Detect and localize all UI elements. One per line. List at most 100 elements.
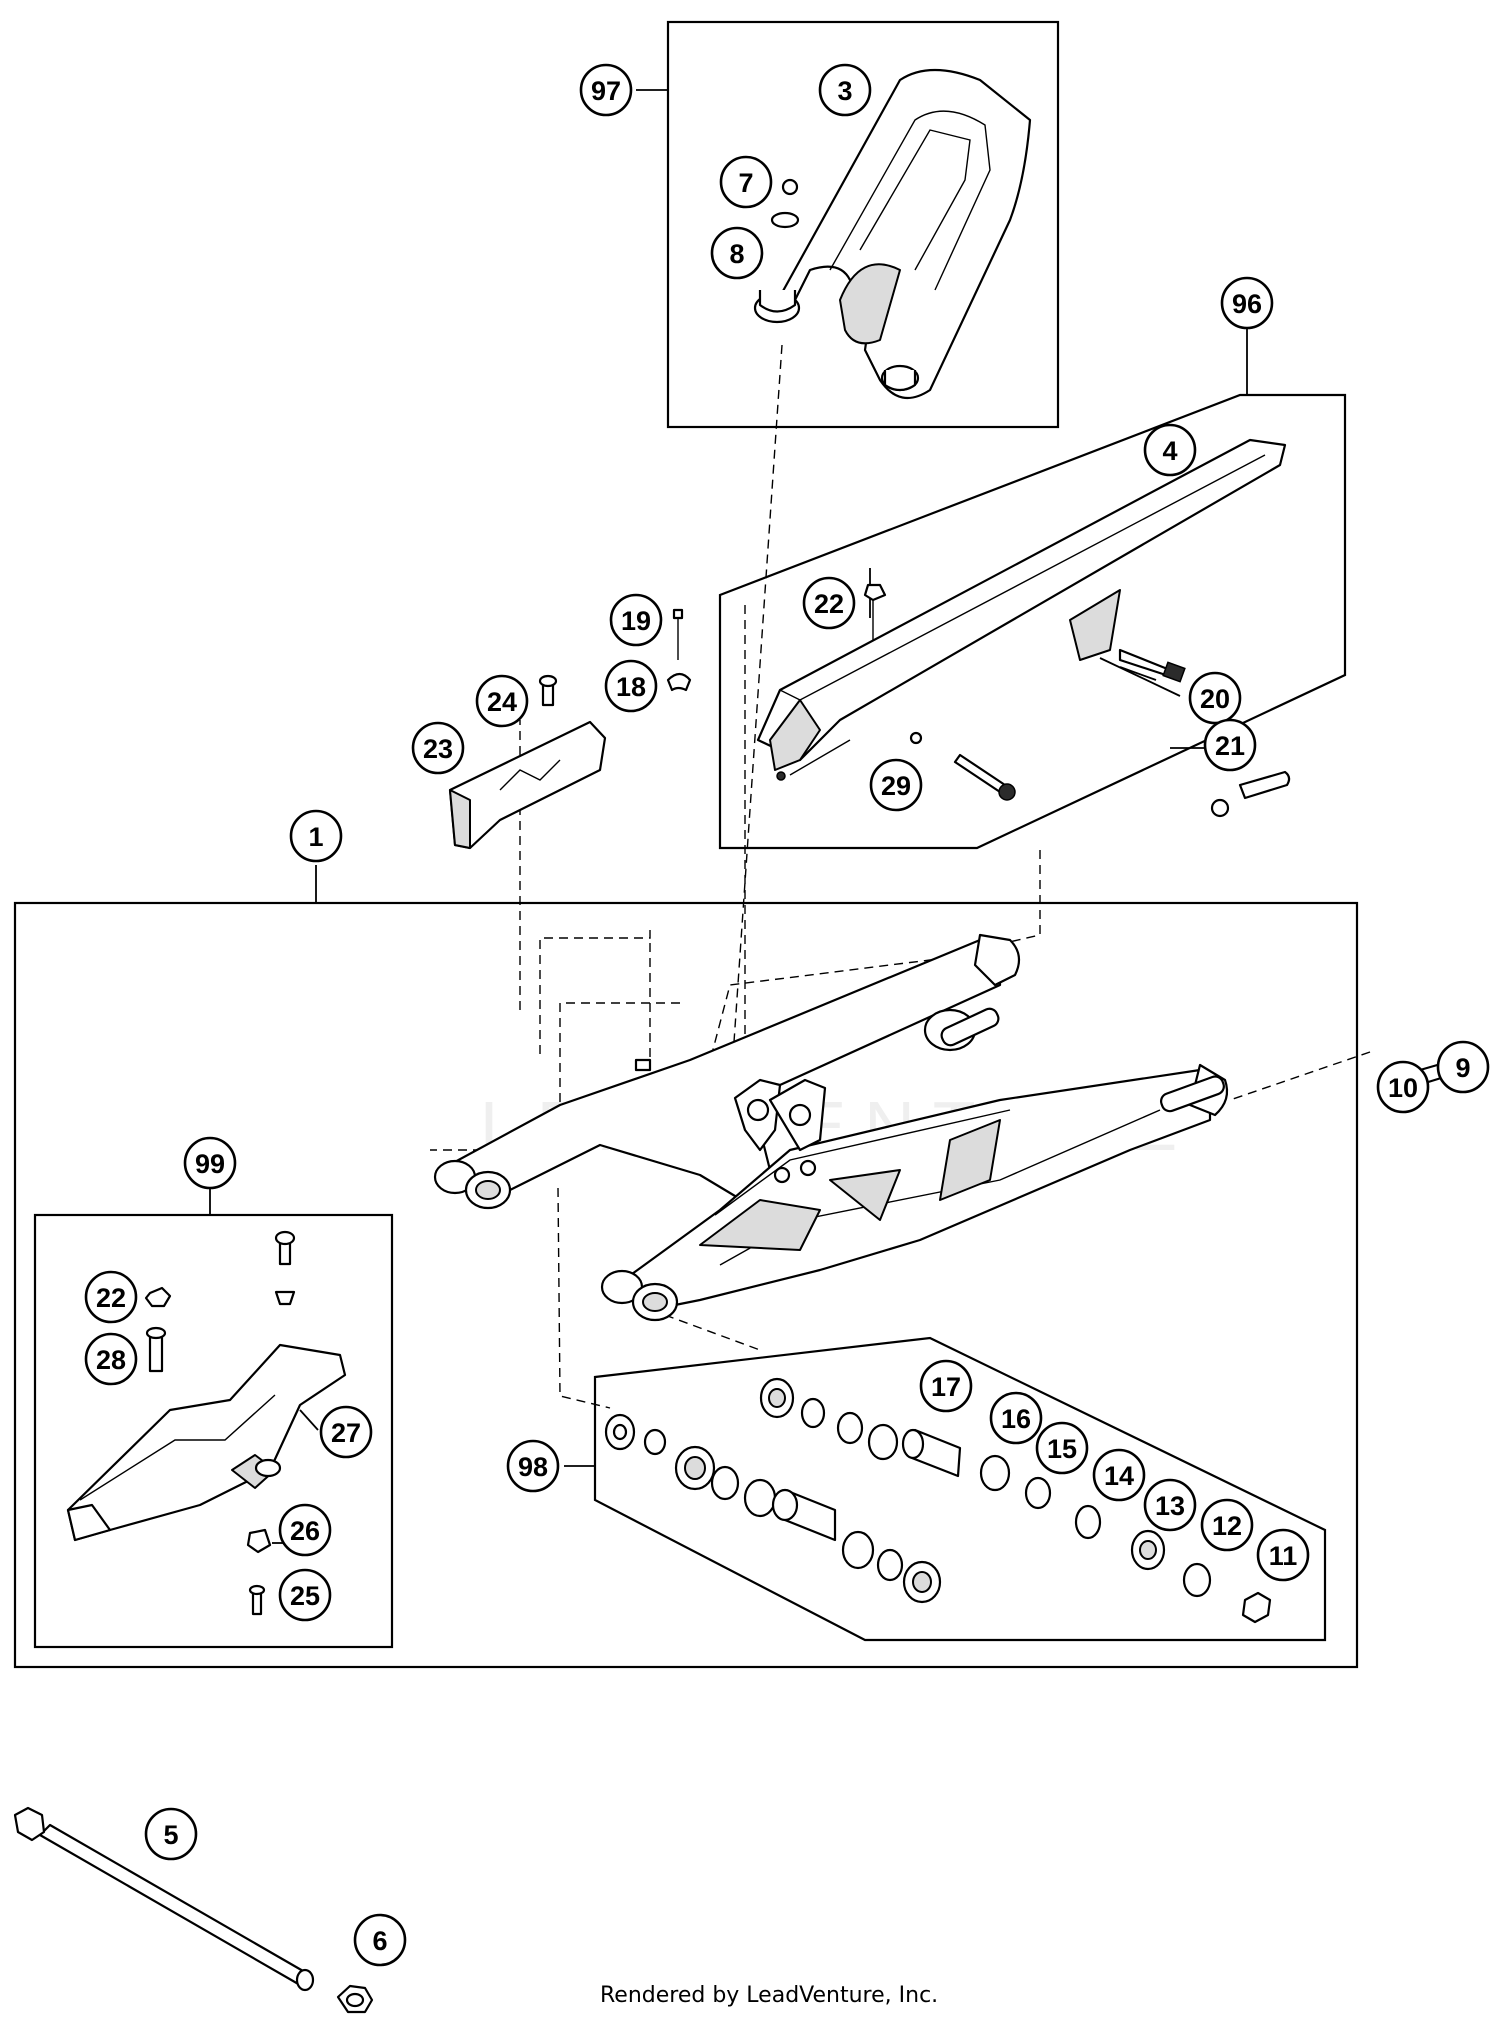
callout-label: 98 [518, 1452, 548, 1482]
group-box-97 [666, 20, 1060, 429]
callout-15: 15 [1035, 1421, 1089, 1475]
callout-label: 1 [308, 822, 323, 852]
callout-circle [1436, 1040, 1490, 1094]
hardware-box-96 [863, 583, 1186, 801]
callout-label: 24 [487, 687, 517, 717]
callout-7: 7 [719, 155, 773, 209]
axle-nut-part-6 [336, 1984, 374, 2014]
callout-24: 24 [475, 674, 529, 728]
callout-circle [579, 63, 633, 117]
callout-circle [869, 758, 923, 812]
callout-20: 20 [1188, 671, 1242, 725]
callout-circle [1203, 718, 1257, 772]
group-box-1 [13, 901, 1359, 1669]
callout-5: 5 [144, 1807, 198, 1861]
callout-label: 18 [616, 672, 646, 702]
chain-adjuster-parts [1210, 770, 1471, 1091]
callout-circle [818, 63, 872, 117]
callout-3: 3 [818, 63, 872, 117]
group-box-98 [593, 1336, 1327, 1642]
callout-label: 5 [163, 1820, 178, 1850]
callout-circle [183, 1136, 237, 1190]
swingarm-axle-part-5 [13, 1806, 315, 1992]
callout-label: 3 [837, 76, 852, 106]
callout-circle [604, 659, 658, 713]
callout-circle [475, 674, 529, 728]
callout-circle [802, 576, 856, 630]
callout-circle [1256, 1528, 1310, 1582]
callout-circle [1200, 1498, 1254, 1552]
chain-guide-part-23 [448, 674, 607, 850]
callout-16: 16 [989, 1391, 1043, 1445]
callout-96: 96 [1220, 276, 1274, 330]
swingarm-part-1 [433, 933, 1229, 1322]
callout-label: 8 [729, 239, 744, 269]
callout-label: 19 [621, 606, 651, 636]
callout-circle [1143, 423, 1197, 477]
callout-circle [1092, 1448, 1146, 1502]
dashed-assembly-lines [430, 344, 1371, 1409]
callout-label: 97 [591, 76, 621, 106]
callout-label: 10 [1388, 1073, 1418, 1103]
leader-lines [209, 89, 1248, 1544]
callout-circle [506, 1439, 560, 1493]
chain-guard-part-3 [753, 68, 1032, 400]
callout-label: 27 [331, 1418, 361, 1448]
callout-21: 21 [1203, 718, 1257, 772]
callout-circle [353, 1913, 407, 1967]
callout-circle [919, 1359, 973, 1413]
callout-11: 11 [1256, 1528, 1310, 1582]
callout-9: 9 [1436, 1040, 1490, 1094]
callout-circle [1188, 671, 1242, 725]
callout-label: 96 [1232, 289, 1262, 319]
callout-label: 21 [1215, 731, 1245, 761]
callout-1: 1 [289, 809, 343, 863]
callout-circle [1376, 1060, 1430, 1114]
callout-label: 13 [1155, 1491, 1185, 1521]
callout-label: 11 [1269, 1541, 1298, 1571]
callout-6: 6 [353, 1913, 407, 1967]
callout-circle [144, 1807, 198, 1861]
callout-25: 25 [278, 1568, 332, 1622]
callout-label: 22 [814, 589, 844, 619]
bolt-part-19 [666, 608, 692, 692]
callout-10: 10 [1376, 1060, 1430, 1114]
callout-circle [319, 1405, 373, 1459]
callout-4: 4 [1143, 423, 1197, 477]
callout-label: 99 [195, 1149, 225, 1179]
callout-circle [719, 155, 773, 209]
callout-13: 13 [1143, 1478, 1197, 1532]
callout-circle [609, 593, 663, 647]
callout-99: 99 [183, 1136, 237, 1190]
callout-circle [1143, 1478, 1197, 1532]
callout-27: 27 [319, 1405, 373, 1459]
callout-label: 6 [372, 1926, 387, 1956]
callout-label: 7 [738, 168, 753, 198]
callout-22: 22 [84, 1270, 138, 1324]
callout-97: 97 [579, 63, 633, 117]
callout-label: 17 [931, 1372, 961, 1402]
callout-label: 15 [1047, 1434, 1077, 1464]
callout-23: 23 [411, 721, 465, 775]
callout-circle [84, 1332, 138, 1386]
callout-12: 12 [1200, 1498, 1254, 1552]
callout-26: 26 [278, 1503, 332, 1557]
chain-guide-parts-box-99 [66, 1230, 347, 1616]
callout-circle [1220, 276, 1274, 330]
callout-label: 4 [1162, 436, 1177, 466]
callout-14: 14 [1092, 1448, 1146, 1502]
callout-label: 26 [290, 1516, 320, 1546]
group-box-96 [718, 393, 1347, 850]
callout-circle [989, 1391, 1043, 1445]
callout-circle [411, 721, 465, 775]
callout-circle [278, 1568, 332, 1622]
chain-slider-part-4 [756, 438, 1287, 781]
callout-label: 9 [1455, 1053, 1470, 1083]
callout-label: 14 [1104, 1461, 1134, 1491]
callout-28: 28 [84, 1332, 138, 1386]
callout-29: 29 [869, 758, 923, 812]
callout-label: 22 [96, 1283, 126, 1313]
